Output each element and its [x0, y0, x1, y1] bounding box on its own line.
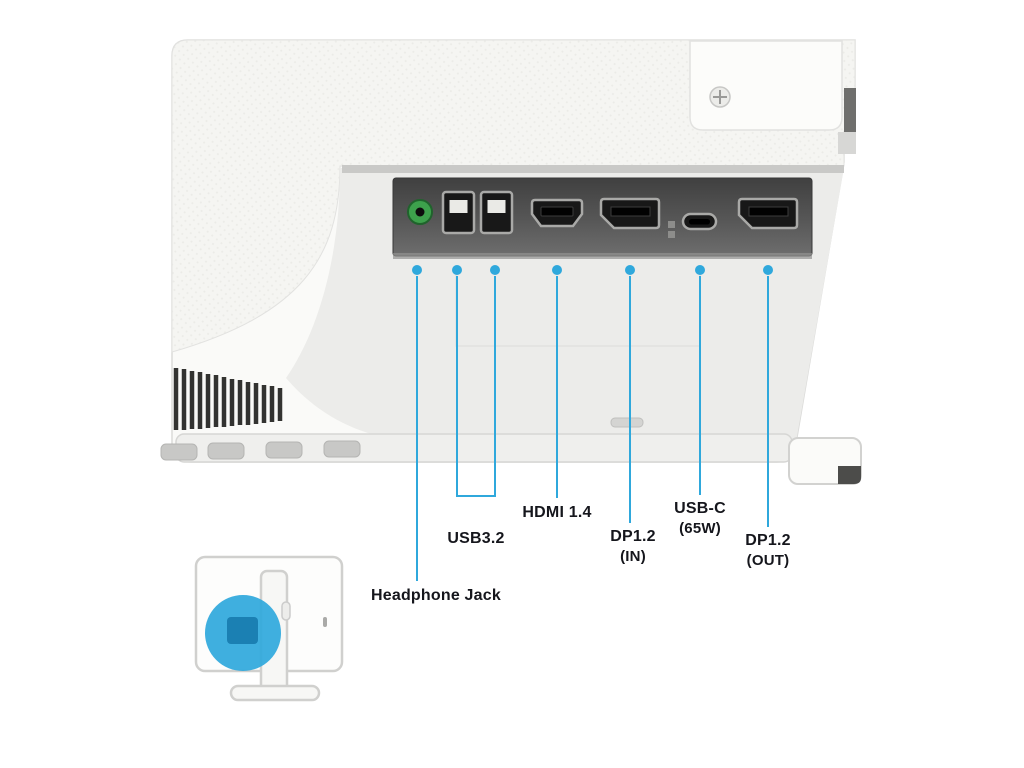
textured-back-panel: [171, 39, 856, 353]
callout-line-dp-out: [767, 276, 769, 527]
hinge-dark-piece: [844, 88, 856, 132]
label-dp-in-line1: DP1.2: [610, 528, 656, 545]
stand-base-corner: [788, 437, 862, 485]
label-usbc-line1: USB-C: [674, 500, 726, 517]
callout-line-usb2: [494, 276, 496, 497]
callout-line-usb1: [456, 276, 458, 497]
mount-marks: [668, 221, 675, 238]
screw-icon: [709, 86, 731, 108]
callout-dot-dp-out: [763, 265, 773, 275]
usb-c-port: [681, 212, 718, 231]
label-dp-out: DP1.2 (OUT): [718, 531, 818, 571]
callout-line-dp-in: [629, 276, 631, 523]
callout-bracket-usb: [456, 495, 496, 497]
vent-slot: [610, 417, 644, 428]
callout-line-headphone: [416, 276, 418, 581]
usb-a-port-1: [441, 190, 476, 235]
thumbnail-stand-base: [229, 684, 321, 702]
label-dp-out-line2: (OUT): [746, 552, 790, 569]
label-dp-in: DP1.2 (IN): [583, 527, 683, 567]
callout-dot-usbc: [695, 265, 705, 275]
label-dp-out-line1: DP1.2: [745, 532, 791, 549]
hdmi-port: [530, 198, 584, 228]
thumbnail-release-tab: [281, 601, 291, 621]
monitor-bottom-view: [160, 39, 862, 485]
label-usb: USB3.2: [426, 529, 526, 549]
thumbnail-joystick: [323, 617, 327, 627]
headphone-jack-port: [407, 199, 433, 225]
label-usb-text: USB3.2: [447, 530, 505, 547]
label-usbc-line2: (65W): [679, 520, 721, 537]
callout-line-usbc: [699, 276, 701, 495]
label-headphone-jack-text: Headphone Jack: [371, 587, 501, 604]
label-hdmi-text: HDMI 1.4: [522, 504, 592, 521]
callout-dot-usb1: [452, 265, 462, 275]
callout-dot-dp-in: [625, 265, 635, 275]
label-usbc: USB-C (65W): [650, 499, 750, 539]
dp-out-port: [737, 197, 799, 230]
label-dp-in-line2: (IN): [620, 548, 646, 565]
callout-dot-usb2: [490, 265, 500, 275]
hinge-step: [838, 132, 856, 154]
callout-line-hdmi: [556, 276, 558, 498]
monitor-thumbnail: [194, 555, 344, 702]
rubber-feet: [160, 440, 361, 461]
label-hdmi: HDMI 1.4: [507, 503, 607, 523]
callout-dot-hdmi: [552, 265, 562, 275]
dp-in-port: [599, 197, 661, 230]
label-headphone-jack: Headphone Jack: [371, 586, 501, 606]
callout-dot-headphone: [412, 265, 422, 275]
io-port-recess: [342, 165, 844, 259]
stand-mount: [689, 40, 856, 154]
usb-a-port-2: [479, 190, 514, 235]
speaker-grille: [173, 368, 283, 430]
port-highlight-square: [227, 617, 258, 644]
